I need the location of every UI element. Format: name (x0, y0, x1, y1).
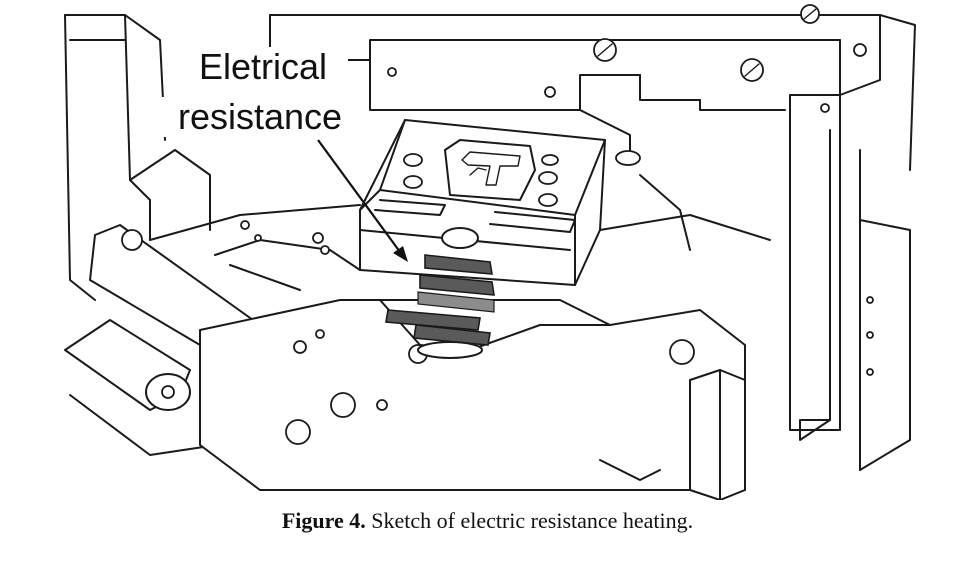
callout-label-line2: resistance (160, 97, 360, 137)
right-frame (789, 4, 916, 471)
mid-plate (149, 204, 771, 291)
heating-coil (385, 227, 495, 359)
front-post (599, 369, 746, 500)
swing-arm (64, 224, 271, 456)
figure-caption: Figure 4. Sketch of electric resistance … (0, 508, 975, 534)
apparatus-sketch (64, 4, 916, 500)
caption-label: Figure 4. (281, 508, 366, 533)
callout-arrow (317, 139, 408, 262)
callout-label-line1: Eletrical (178, 47, 348, 87)
left-frame (64, 14, 211, 301)
caption-text: Sketch of electric resistance heating. (365, 508, 694, 533)
heating-die-block (359, 119, 691, 286)
